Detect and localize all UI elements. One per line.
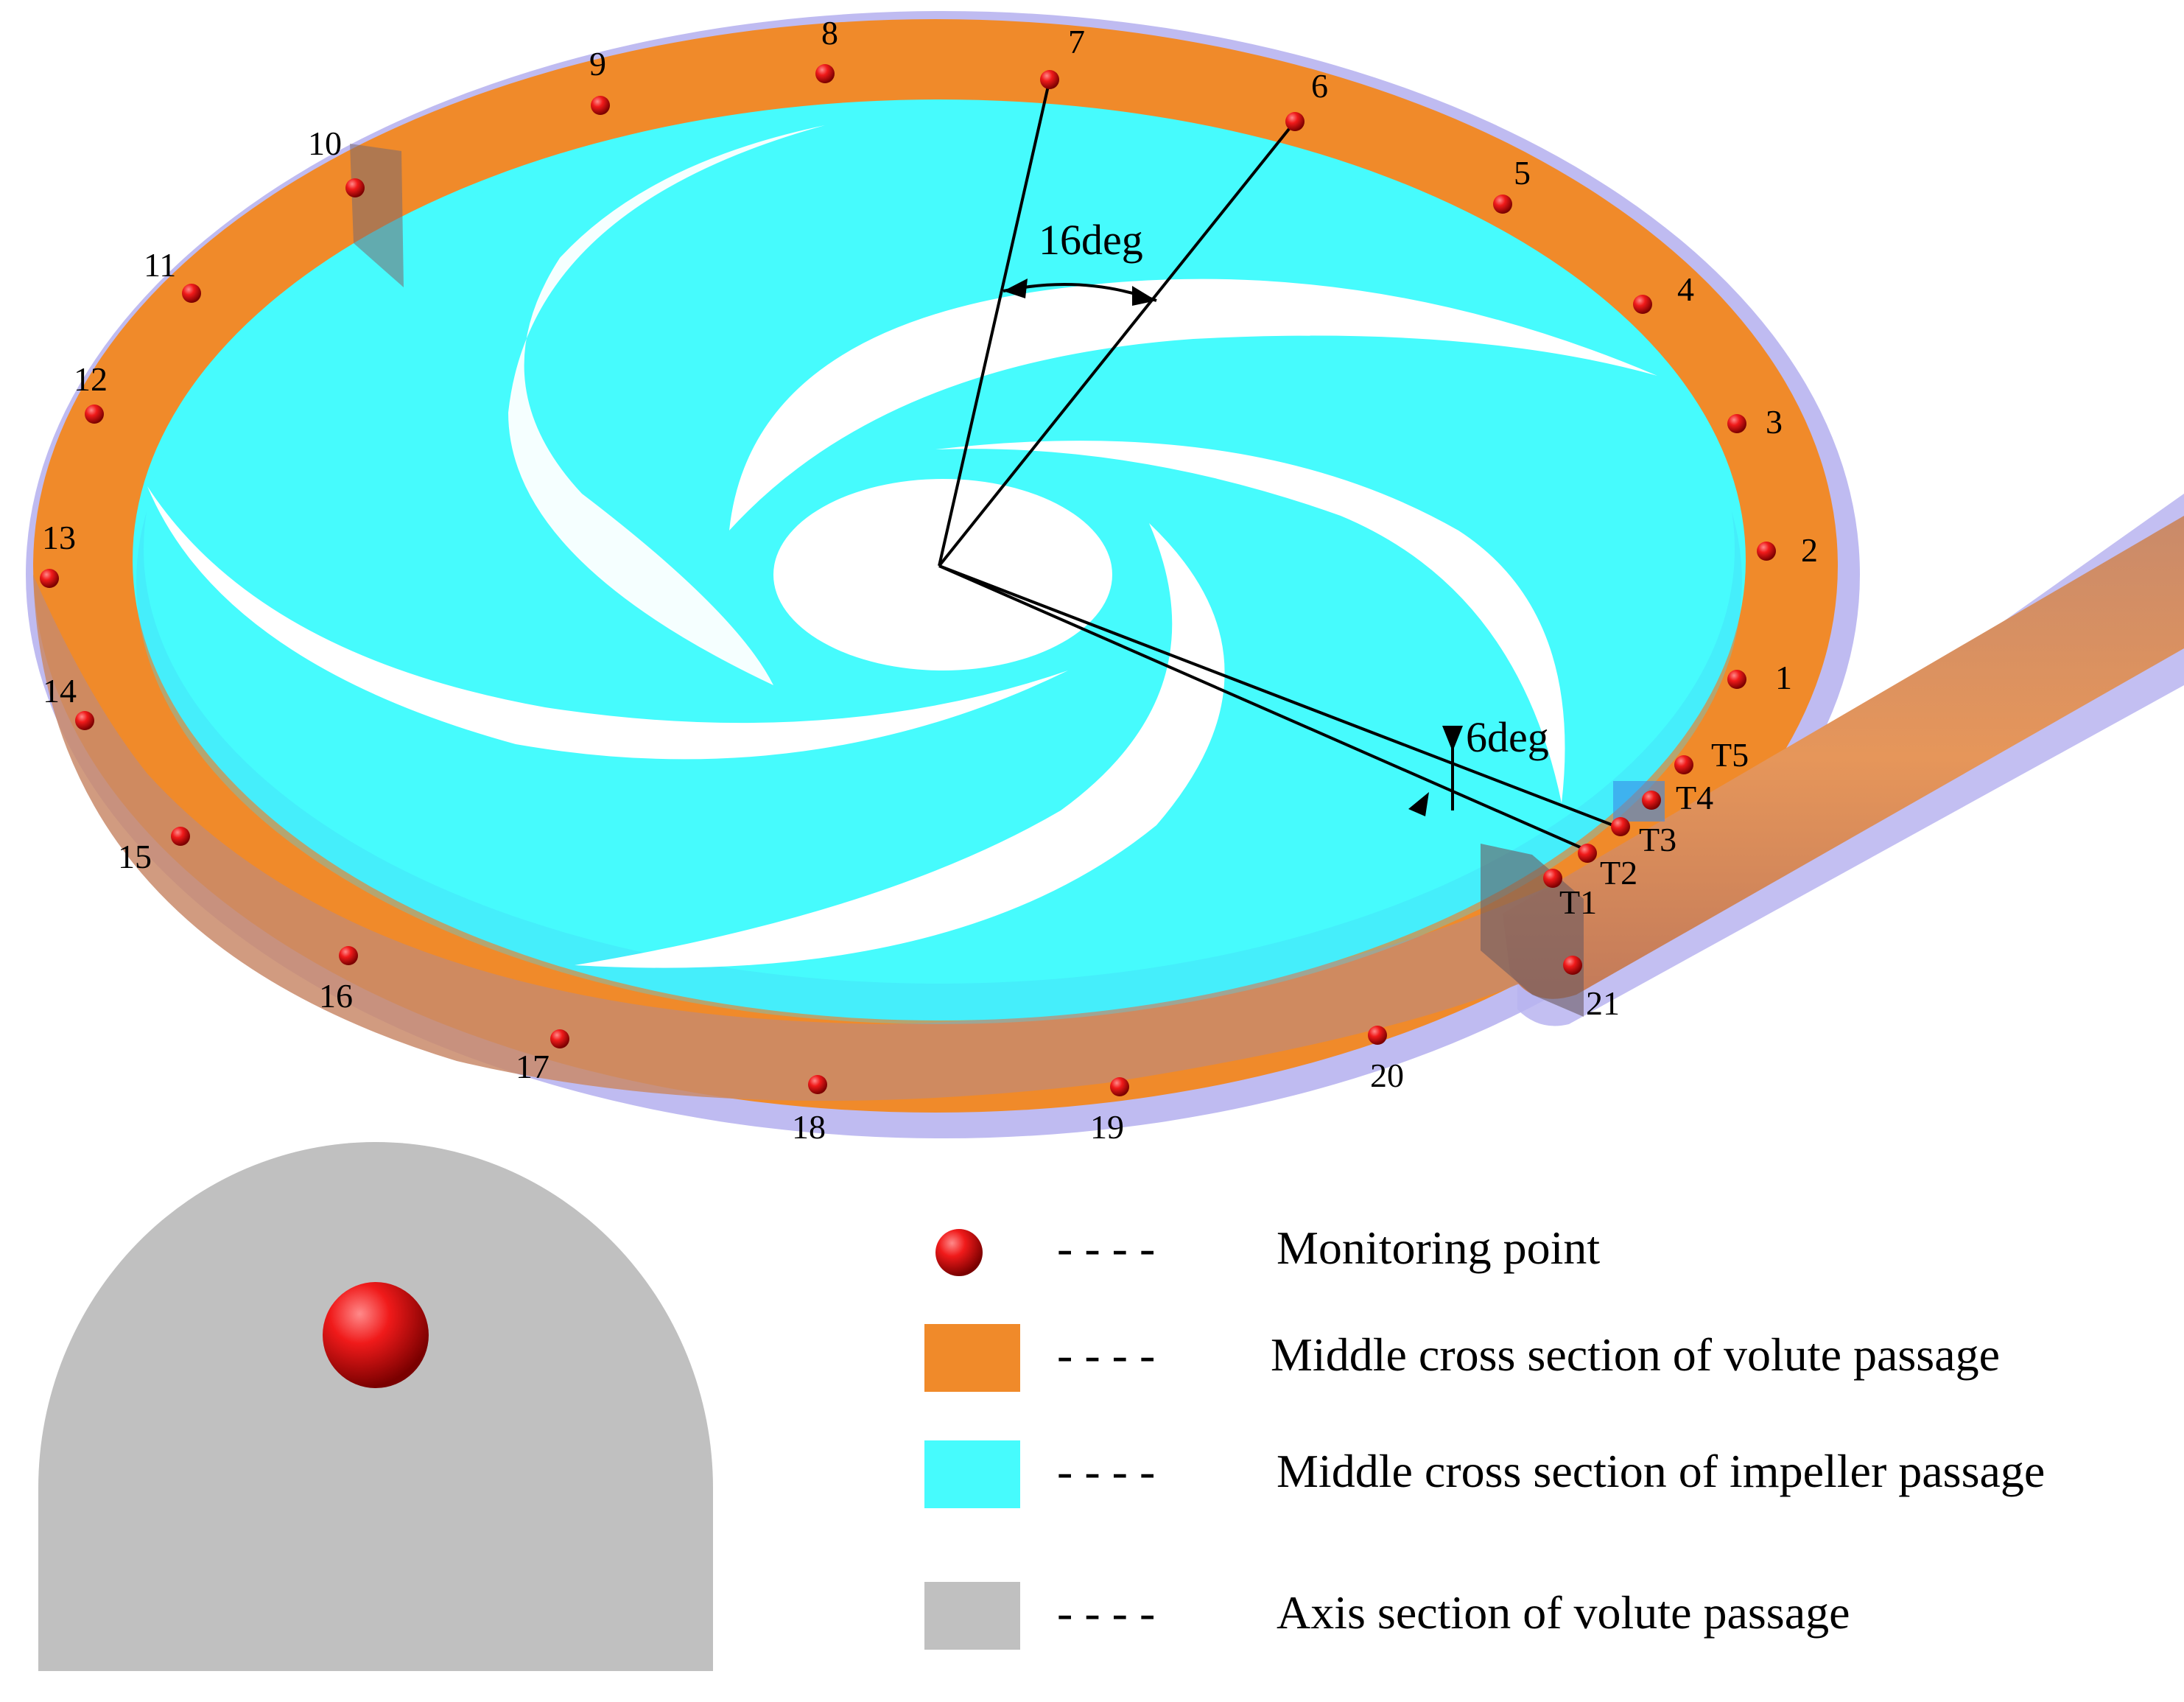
legend-dash: - - - - [1057,1328,1155,1381]
monitoring-point-marker [591,96,610,115]
angle-label-6deg: 6deg [1466,713,1549,761]
monitoring-point-label: 4 [1677,270,1694,308]
monitoring-point-marker [345,178,365,197]
axis-section-plane-10 [350,144,404,287]
monitoring-point-label: T2 [1600,854,1637,892]
monitoring-point-marker [1642,791,1661,810]
monitoring-point-marker [1563,956,1582,975]
monitoring-point-marker [1543,869,1562,888]
angle-label-16deg: 16deg [1039,216,1143,264]
monitoring-point-label: 6 [1311,67,1328,105]
legend-label-impeller: Middle cross section of impeller passage [1277,1445,2045,1497]
monitoring-point-label: T1 [1559,883,1597,921]
legend-label-axis-section: Axis section of volute passage [1277,1586,1850,1639]
legend-item-axis-section: - - - - Axis section of volute passage [924,1582,1850,1650]
monitoring-point-marker [1633,295,1652,314]
legend-swatch-point [935,1229,983,1276]
monitoring-point-marker [1727,414,1746,433]
volute-passage-lower-shade [33,575,1576,1101]
axis-section-plane-21 [1481,844,1584,1017]
monitoring-point-label: 14 [43,672,77,710]
monitoring-point-marker [1040,70,1059,89]
monitoring-point-label: 13 [42,519,76,556]
inset-monitoring-point [323,1282,429,1388]
monitoring-point-label: 20 [1370,1057,1404,1094]
legend-dash: - - - - [1057,1445,1155,1497]
arrowhead [1442,726,1463,752]
blade [508,125,825,685]
arrowhead [1408,792,1429,816]
monitoring-point-marker [1674,755,1693,774]
angle-arrows [1003,279,1463,816]
legend-label-monitoring-point: Monitoring point [1277,1222,1600,1274]
radial-line-6 [938,120,1296,567]
monitoring-point-marker [182,284,201,303]
axis-section-shape [38,1142,713,1671]
monitoring-point-marker [1727,670,1746,689]
monitoring-point-marker [1578,844,1597,863]
monitoring-point-marker [1368,1026,1387,1045]
arrowhead [1132,286,1156,306]
monitoring-point-label: T4 [1676,779,1713,816]
monitoring-point-label: 12 [74,360,108,398]
monitoring-point-label: 18 [792,1108,826,1146]
blade [729,279,1657,530]
monitoring-point-label: 21 [1586,984,1620,1022]
blade [575,523,1225,968]
monitoring-point-marker [1285,112,1305,131]
monitoring-point-label: 8 [821,14,838,52]
blade [147,486,1068,760]
legend-dash: - - - - [1057,1586,1155,1639]
blade [935,441,1565,803]
monitoring-point-marker [808,1075,827,1094]
monitoring-point-marker [1110,1077,1129,1096]
monitoring-point-marker [75,711,94,730]
monitoring-point-label: 9 [589,45,606,83]
axis-section-planes [350,144,1665,1017]
radial-line-7 [938,79,1051,567]
monitoring-point-label: 15 [118,838,152,875]
monitoring-point-marker [815,64,835,83]
monitoring-point-label: 5 [1514,154,1531,192]
monitoring-point-label: 1 [1775,659,1792,696]
monitoring-point-label: 2 [1801,531,1818,569]
monitoring-point-label: 16 [319,977,353,1015]
legend-label-volute: Middle cross section of volute passage [1271,1328,2000,1381]
legend-swatch-axis-section [924,1582,1020,1650]
monitoring-point-label: 10 [308,125,342,162]
impeller-hub [773,479,1112,670]
axis-section-inset [38,1142,713,1671]
monitoring-point-label: 17 [516,1048,549,1085]
monitoring-point-marker [1611,817,1630,836]
legend-swatch-impeller [924,1440,1020,1508]
legend-dash: - - - - [1057,1222,1155,1274]
monitoring-point-label: 11 [144,246,176,284]
arrowhead [1003,279,1028,298]
monitoring-point-label: T3 [1639,821,1676,858]
legend-swatch-volute [924,1324,1020,1392]
monitoring-point-marker [339,946,358,965]
legend-item-monitoring-point: - - - - Monitoring point [935,1222,1600,1276]
monitoring-point-marker [1493,195,1512,214]
monitoring-point-marker [171,827,190,846]
monitoring-point-label: 3 [1766,403,1783,441]
impeller-blades [147,125,1657,968]
monitoring-point-marker [550,1029,569,1048]
angle-lines [938,79,1618,850]
radial-line-t2 [938,564,1584,850]
monitoring-point-label: 19 [1090,1108,1124,1146]
radial-line-t3 [938,564,1618,828]
monitoring-point-label: T5 [1711,736,1749,774]
outlet-pipe [1503,516,2184,999]
legend-item-impeller: - - - - Middle cross section of impeller… [924,1440,2045,1508]
legend-item-volute: - - - - Middle cross section of volute p… [924,1324,2000,1392]
legend: - - - - Monitoring point - - - - Middle … [924,1222,2045,1650]
monitoring-point-marker [1757,542,1776,561]
monitoring-point-label: 7 [1068,23,1085,60]
monitoring-point-marker [40,569,59,588]
monitoring-point-marker [85,405,104,424]
